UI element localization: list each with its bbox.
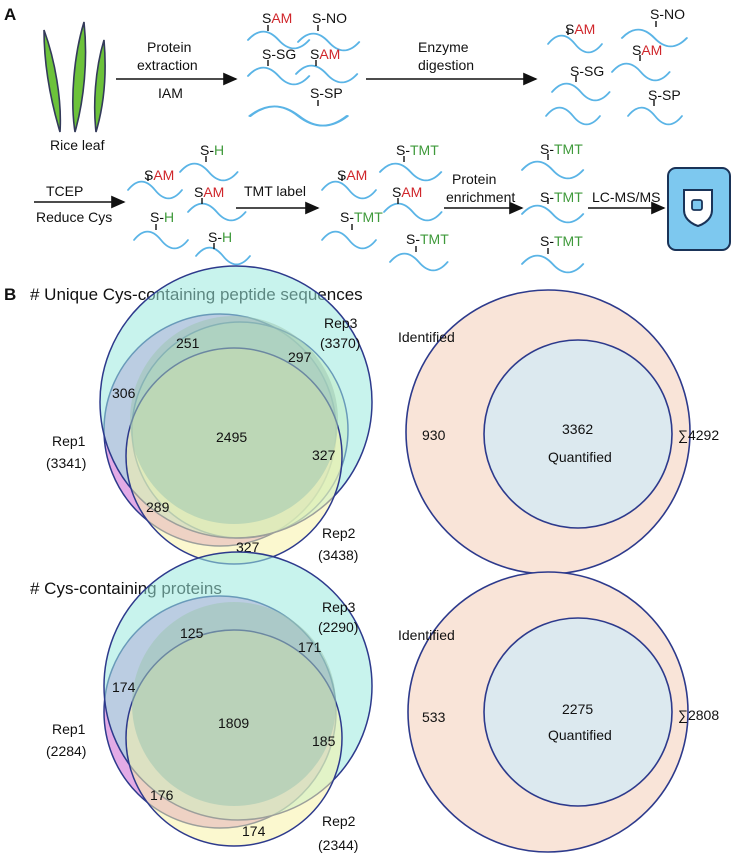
nested-peptides bbox=[405, 289, 691, 575]
protein-group-1: SAM S-NO S-SG SAM S-SP bbox=[246, 10, 361, 128]
nest2-quantified: Quantified bbox=[548, 727, 612, 743]
venn1-rep3-name: Rep3 bbox=[324, 315, 358, 331]
peptide-group-tmt: SAM S-TMT SAM S-TMT S-TMT bbox=[321, 142, 449, 272]
svg-text:S-SP: S-SP bbox=[648, 87, 681, 103]
nest2-identified: Identified bbox=[398, 627, 455, 643]
venn2-rep1-count: (2284) bbox=[46, 743, 86, 759]
svg-text:SAM: SAM bbox=[194, 184, 224, 200]
peptide-group-1: SAM S-NO SAM S-SG S-SP bbox=[545, 6, 688, 126]
nest1-inner: 3362 bbox=[562, 421, 593, 437]
venn2-r1r2: 176 bbox=[150, 787, 174, 803]
venn1-only3: 297 bbox=[288, 349, 312, 365]
venn2-rep2-count: (2344) bbox=[318, 837, 358, 853]
step1-line2: extraction bbox=[137, 57, 198, 73]
peptide-group-reduced: SAM S-H SAM S-H S-H bbox=[127, 142, 251, 266]
panel-b-label: B bbox=[4, 285, 16, 304]
svg-text:SAM: SAM bbox=[337, 167, 367, 183]
svg-text:S-SG: S-SG bbox=[570, 63, 604, 79]
venn1-rep1-count: (3341) bbox=[46, 455, 86, 471]
venn1-rep1-name: Rep1 bbox=[52, 433, 86, 449]
svg-text:S-SP: S-SP bbox=[310, 85, 343, 101]
step1-line3: IAM bbox=[158, 85, 183, 101]
venn1-rep2-count: (3438) bbox=[318, 547, 358, 563]
svg-text:S-TMT: S-TMT bbox=[340, 209, 383, 225]
venn2-center: 1809 bbox=[218, 715, 249, 731]
nest2-outer: 533 bbox=[422, 709, 446, 725]
svg-text:S-H: S-H bbox=[200, 142, 224, 158]
panel-a-label: A bbox=[4, 5, 16, 24]
svg-text:SAM: SAM bbox=[392, 184, 422, 200]
rice-leaf-icon bbox=[43, 21, 106, 133]
venn2-r1r3: 125 bbox=[180, 625, 204, 641]
venn-proteins bbox=[103, 551, 373, 847]
svg-text:S-TMT: S-TMT bbox=[540, 233, 583, 249]
venn1-rep3-count: (3370) bbox=[320, 335, 360, 351]
svg-text:SAM: SAM bbox=[632, 42, 662, 58]
svg-text:S-TMT: S-TMT bbox=[396, 142, 439, 158]
svg-text:S-TMT: S-TMT bbox=[540, 189, 583, 205]
step1-line1: Protein bbox=[147, 39, 191, 55]
nest2-total: ∑2808 bbox=[678, 707, 719, 723]
svg-text:S-TMT: S-TMT bbox=[406, 231, 449, 247]
nest1-total: ∑4292 bbox=[678, 427, 719, 443]
venn1-r1r3: 251 bbox=[176, 335, 200, 351]
venn2-rep2-name: Rep2 bbox=[322, 813, 356, 829]
nest1-outer: 930 bbox=[422, 427, 446, 443]
svg-text:SAM: SAM bbox=[565, 21, 595, 37]
mass-spectrometer-icon bbox=[667, 167, 731, 251]
venn2-only1: 174 bbox=[112, 679, 136, 695]
venn2-r2r3: 185 bbox=[312, 733, 336, 749]
step5-line1: Protein bbox=[452, 171, 496, 187]
venn-peptides bbox=[99, 265, 373, 565]
step3-line1: TCEP bbox=[46, 183, 83, 199]
venn2-rep3-name: Rep3 bbox=[322, 599, 356, 615]
peptide-group-enriched: S-TMT S-TMT S-TMT bbox=[520, 141, 585, 274]
svg-text:S-NO: S-NO bbox=[312, 10, 347, 26]
venn1-r1r2: 289 bbox=[146, 499, 170, 515]
step5-line2: enrichment bbox=[446, 189, 515, 205]
svg-text:S-NO: S-NO bbox=[650, 6, 685, 22]
svg-text:SAM: SAM bbox=[144, 167, 174, 183]
step3-line2: Reduce Cys bbox=[36, 209, 112, 225]
venn2-only3: 171 bbox=[298, 639, 322, 655]
svg-text:S-SG: S-SG bbox=[262, 46, 296, 62]
svg-text:S-TMT: S-TMT bbox=[540, 141, 583, 157]
svg-text:S-H: S-H bbox=[208, 229, 232, 245]
venn1-only2: 327 bbox=[236, 539, 260, 555]
step6-line1: LC-MS/MS bbox=[592, 189, 660, 205]
rice-leaf-label: Rice leaf bbox=[50, 137, 105, 153]
venn2-only2: 174 bbox=[242, 823, 266, 839]
venn1-rep2-name: Rep2 bbox=[322, 525, 356, 541]
step2-line1: Enzyme bbox=[418, 39, 469, 55]
nest2-inner: 2275 bbox=[562, 701, 593, 717]
step4-line1: TMT label bbox=[244, 183, 306, 199]
nested-proteins bbox=[407, 571, 689, 853]
venn1-center: 2495 bbox=[216, 429, 247, 445]
svg-text:S-H: S-H bbox=[150, 209, 174, 225]
svg-text:SAM: SAM bbox=[310, 46, 340, 62]
venn2-rep3-count: (2290) bbox=[318, 619, 358, 635]
nest1-identified: Identified bbox=[398, 329, 455, 345]
venn1-r2r3: 327 bbox=[312, 447, 336, 463]
step2-line2: digestion bbox=[418, 57, 474, 73]
svg-text:SAM: SAM bbox=[262, 10, 292, 26]
nest1-quantified: Quantified bbox=[548, 449, 612, 465]
venn2-rep1-name: Rep1 bbox=[52, 721, 86, 737]
venn1-only1: 306 bbox=[112, 385, 136, 401]
